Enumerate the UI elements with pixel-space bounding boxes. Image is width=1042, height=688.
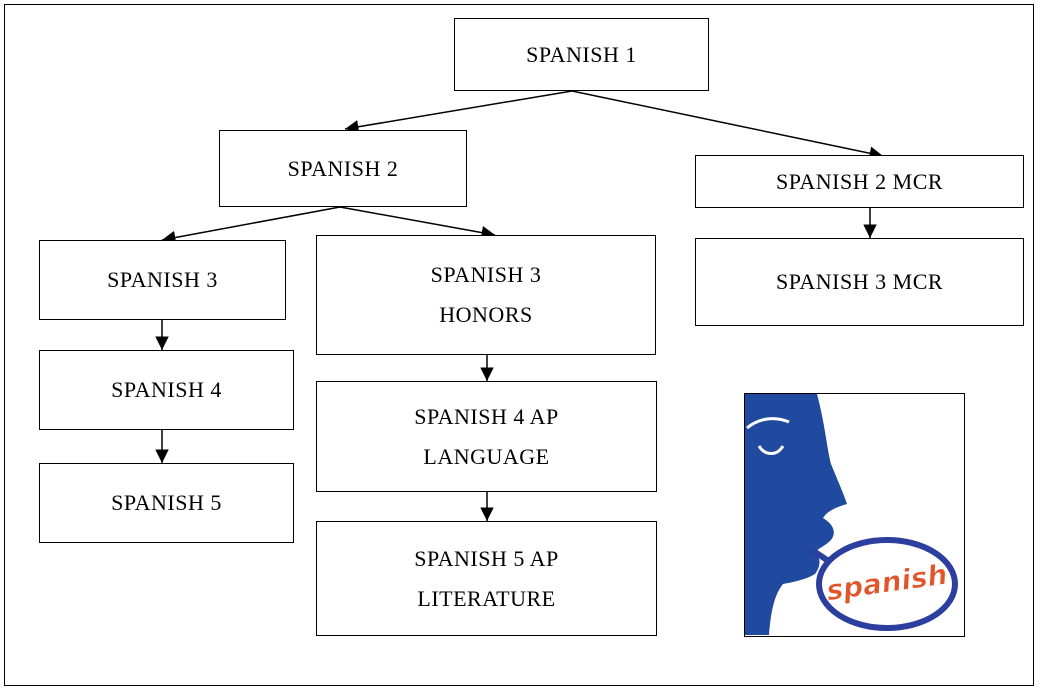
node-spanish-3: SPANISH 3 [39, 240, 286, 320]
node-label: SPANISH 3 MCR [775, 269, 944, 295]
arrow-spanish2-to-spanish3honors [339, 206, 496, 240]
node-label: SPANISH 5 [111, 490, 222, 516]
node-spanish-4: SPANISH 4 [39, 350, 294, 430]
outer-frame [4, 4, 1034, 686]
node-label: SPANISH 1 [526, 41, 637, 67]
speech-bubble [816, 537, 958, 631]
arrow-spanish1-to-spanish2 [344, 90, 573, 134]
node-spanish-3-honors: SPANISH 3 HONORS [316, 235, 656, 355]
node-label: SPANISH 5 AP LITERATURE [414, 545, 559, 611]
eyebrow-line [746, 417, 790, 430]
node-label: SPANISH 4 [111, 377, 222, 403]
node-spanish-2: SPANISH 2 [219, 130, 467, 207]
node-label: SPANISH 4 AP LANGUAGE [414, 403, 559, 469]
node-spanish-3-mcr: SPANISH 3 MCR [695, 238, 1024, 326]
spanish-logo-image: spanish [744, 393, 965, 637]
eye-line [757, 445, 785, 455]
node-spanish-1: SPANISH 1 [454, 18, 709, 91]
speaking-face-icon: spanish [745, 394, 958, 635]
node-spanish-2-mcr: SPANISH 2 MCR [695, 155, 1024, 208]
node-label: SPANISH 2 MCR [775, 168, 944, 194]
node-label: SPANISH 2 [287, 155, 399, 181]
node-spanish-4-ap: SPANISH 4 AP LANGUAGE [316, 381, 657, 492]
node-spanish-5-ap: SPANISH 5 AP LITERATURE [316, 521, 657, 636]
node-label: SPANISH 3 HONORS [430, 262, 542, 327]
node-label: SPANISH 3 [107, 267, 218, 293]
arrow-spanish2-to-spanish3 [161, 206, 341, 245]
node-spanish-5: SPANISH 5 [39, 463, 294, 543]
arrow-spanish1-to-spanish2mcr [571, 90, 884, 160]
